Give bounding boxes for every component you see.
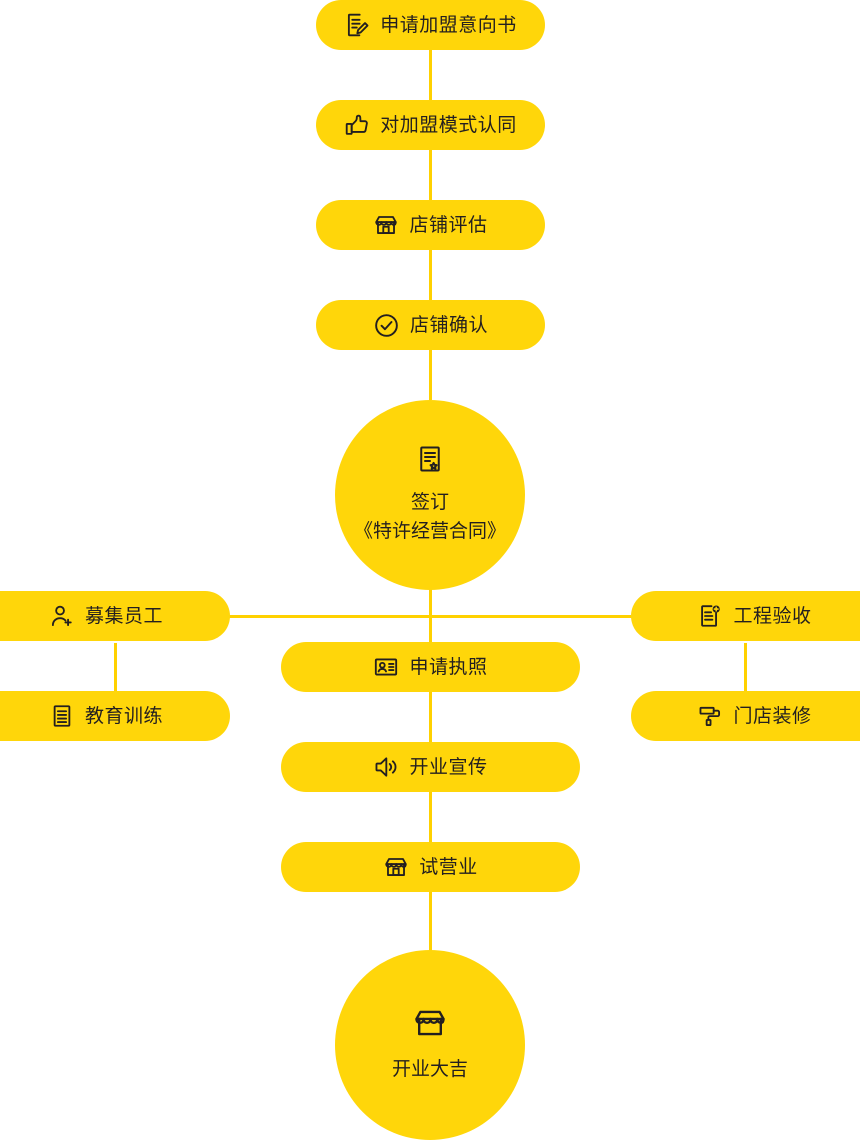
megaphone-icon — [373, 754, 399, 780]
node-label: 店铺确认 — [409, 314, 488, 336]
connector-n3-n4 — [429, 248, 432, 300]
connector-n5-center — [429, 580, 432, 642]
node-label: 店铺评估 — [409, 214, 488, 236]
node-store-decoration[interactable]: 门店装修 — [631, 691, 860, 741]
connector-n6-n7 — [114, 643, 117, 691]
node-label: 门店装修 — [733, 705, 812, 727]
node-grand-opening[interactable]: 开业大吉 — [335, 950, 525, 1140]
connector-n1-n2 — [429, 48, 432, 100]
storefront-icon — [373, 212, 399, 238]
node-store-confirmation[interactable]: 店铺确认 — [316, 300, 545, 350]
node-label: 工程验收 — [733, 605, 812, 627]
node-label: 签订 《特许经营合同》 — [353, 491, 506, 542]
storefront-icon — [383, 854, 409, 880]
connector-n8-n9 — [744, 643, 747, 691]
node-education-training[interactable]: 教育训练 — [0, 691, 230, 741]
node-store-evaluation[interactable]: 店铺评估 — [316, 200, 545, 250]
connector-n2-n3 — [429, 148, 432, 200]
node-label: 对加盟模式认同 — [380, 114, 517, 136]
connector-n4-n5 — [429, 348, 432, 400]
node-construction-acceptance[interactable]: 工程验收 — [631, 591, 860, 641]
node-label: 开业宣传 — [409, 756, 488, 778]
check-circle-icon — [373, 312, 400, 339]
document-edit-icon — [344, 12, 370, 38]
connector-n10-n11 — [429, 690, 432, 742]
training-book-icon — [49, 703, 75, 729]
node-opening-promotion[interactable]: 开业宣传 — [281, 742, 580, 792]
node-sign-franchise-contract[interactable]: 签订 《特许经营合同》 — [335, 400, 525, 590]
node-recruit-staff[interactable]: 募集员工 — [0, 591, 230, 641]
node-label: 试营业 — [419, 856, 478, 878]
node-label: 申请加盟意向书 — [380, 14, 517, 36]
contract-seal-icon — [415, 444, 445, 474]
node-label: 申请执照 — [409, 656, 488, 678]
paint-roller-icon — [697, 703, 723, 729]
node-apply-license[interactable]: 申请执照 — [281, 642, 580, 692]
node-apply-intent-letter[interactable]: 申请加盟意向书 — [316, 0, 545, 50]
node-label: 教育训练 — [84, 705, 163, 727]
thumbs-up-icon — [344, 112, 370, 138]
node-label: 开业大吉 — [391, 1059, 468, 1081]
document-check-icon — [697, 603, 723, 629]
user-add-icon — [49, 603, 75, 629]
shop-open-icon — [412, 1005, 448, 1041]
node-trial-operation[interactable]: 试营业 — [281, 842, 580, 892]
connector-n11-n12 — [429, 790, 432, 842]
connector-n12-n13 — [429, 890, 432, 952]
node-agree-franchise-model[interactable]: 对加盟模式认同 — [316, 100, 545, 150]
id-card-icon — [373, 654, 399, 680]
node-label: 募集员工 — [84, 605, 163, 627]
